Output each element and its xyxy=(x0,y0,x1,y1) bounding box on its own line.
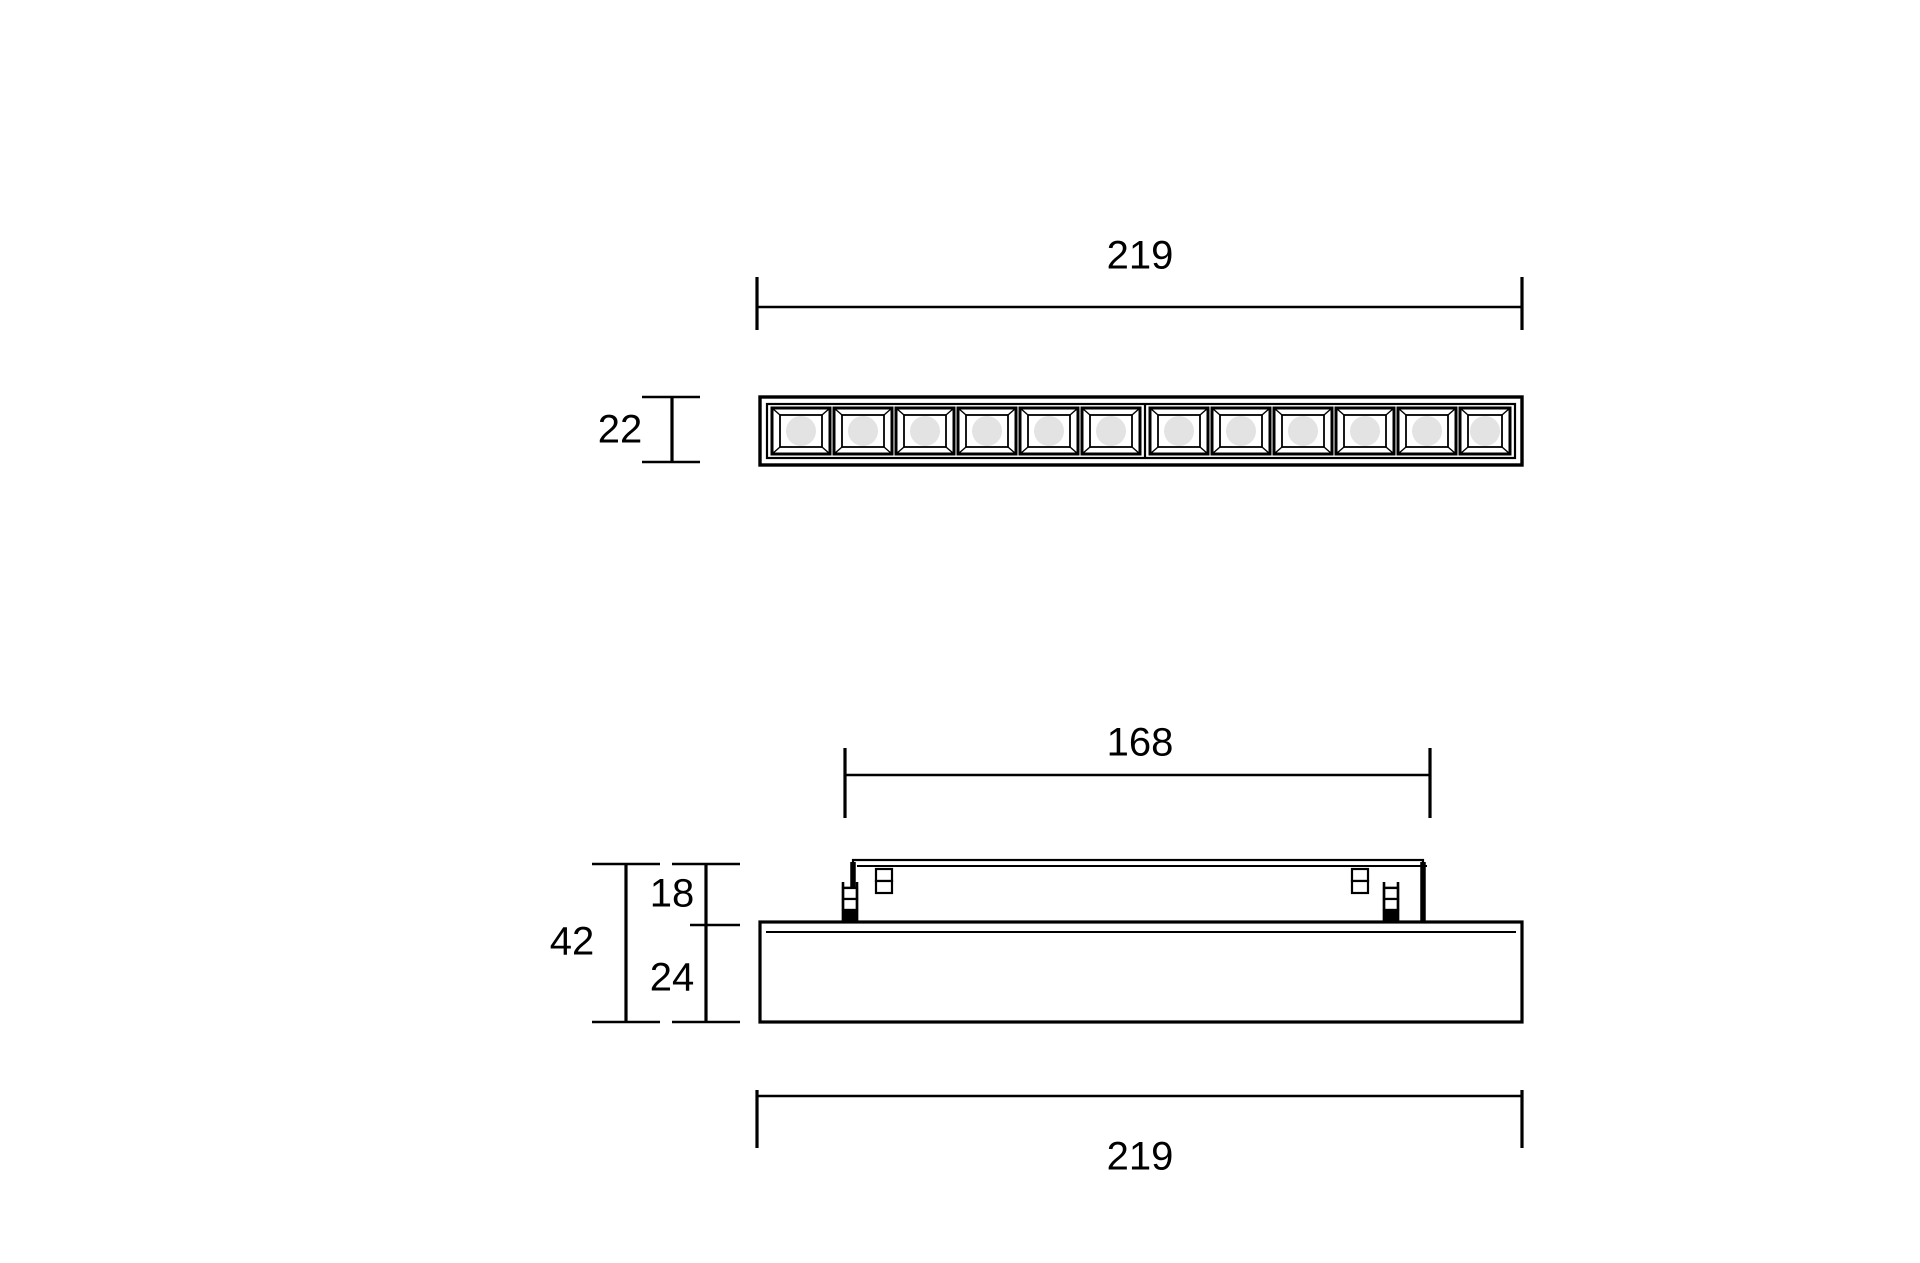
led-lens xyxy=(1288,416,1318,446)
led-cell xyxy=(956,406,1018,456)
led-lens xyxy=(1412,416,1442,446)
dimension-top-width: 219 xyxy=(755,234,1524,330)
led-cell xyxy=(1210,406,1272,456)
bottom-view-group: 168 42 18 24 xyxy=(550,721,1524,1179)
led-cell xyxy=(894,406,956,456)
dim-top-height-label: 22 xyxy=(598,408,643,452)
left-contact-detail xyxy=(841,882,859,924)
dim-base-width-label: 219 xyxy=(1107,1135,1174,1179)
led-cell xyxy=(832,406,894,456)
top-view-group: 219 22 xyxy=(598,234,1524,467)
dimension-adapter-width: 168 xyxy=(843,721,1432,818)
dimension-total-height: 42 xyxy=(550,862,660,1024)
dim-top-width-label: 219 xyxy=(1107,234,1174,278)
led-lens xyxy=(910,416,940,446)
bottom-view-fixture-body xyxy=(758,858,1524,1024)
right-contact-detail xyxy=(1382,882,1400,924)
top-view-led-cell-row xyxy=(770,404,1512,458)
led-cell xyxy=(1334,406,1396,456)
right-terminal-upper-cell xyxy=(1350,867,1370,883)
led-cell xyxy=(1018,406,1080,456)
dimension-base-width: 219 xyxy=(755,1090,1524,1179)
led-lens xyxy=(1034,416,1064,446)
dim-total-height-label: 42 xyxy=(550,920,595,964)
dimension-split-heights: 18 24 xyxy=(650,862,740,1024)
dim-lower-height-label: 24 xyxy=(650,956,695,1000)
right-terminal-lower-cell xyxy=(1350,879,1370,895)
led-lens xyxy=(1350,416,1380,446)
led-lens xyxy=(1226,416,1256,446)
led-cell xyxy=(1272,406,1334,456)
led-cell xyxy=(1396,406,1458,456)
led-lens xyxy=(786,416,816,446)
right-terminal-detail xyxy=(1350,867,1370,895)
led-lens xyxy=(1470,416,1500,446)
led-cell xyxy=(770,406,832,456)
led-lens xyxy=(1164,416,1194,446)
led-lens xyxy=(848,416,878,446)
dim-upper-height-label: 18 xyxy=(650,872,695,916)
adapter-block-outline xyxy=(851,858,1425,924)
main-body-outline xyxy=(758,920,1524,1024)
led-cell xyxy=(1080,406,1142,456)
led-lens xyxy=(972,416,1002,446)
dim-adapter-width-label: 168 xyxy=(1107,721,1174,765)
left-terminal-detail xyxy=(874,867,894,895)
left-terminal-lower-cell xyxy=(874,879,894,895)
led-cell xyxy=(1458,406,1512,456)
led-cell xyxy=(1148,406,1210,456)
led-lens xyxy=(1096,416,1126,446)
left-terminal-upper-cell xyxy=(874,867,894,883)
dimension-top-height: 22 xyxy=(598,395,700,464)
